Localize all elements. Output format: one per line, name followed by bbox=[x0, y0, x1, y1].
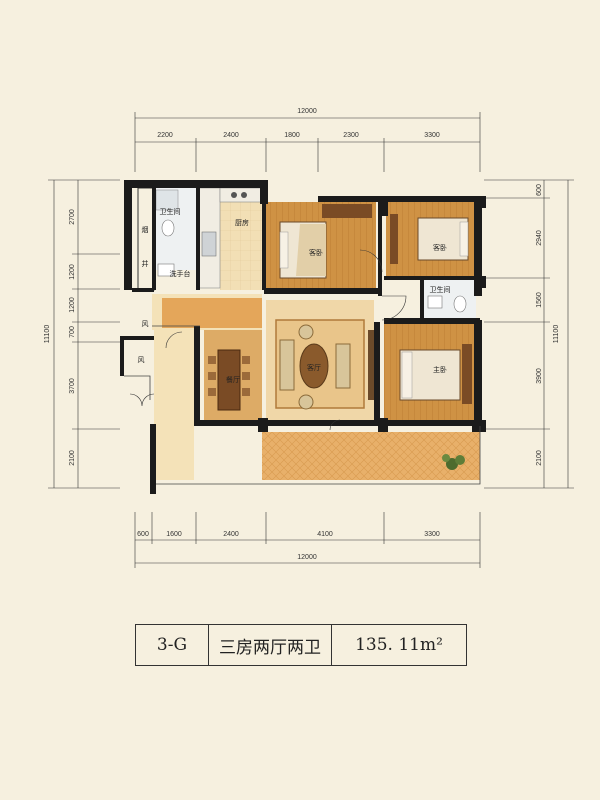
label-kitchen: 厨房 bbox=[235, 218, 249, 227]
dim-bottom-seg-1: 600 bbox=[137, 531, 149, 538]
toilet-2-icon bbox=[453, 295, 467, 313]
guest-bed-1-blanket bbox=[296, 224, 326, 276]
right-dimension-lines bbox=[484, 179, 574, 489]
exterior-lines bbox=[124, 325, 481, 485]
armchair-bottom bbox=[298, 394, 314, 410]
sofa-right bbox=[335, 343, 351, 389]
dim-right-seg-1: 600 bbox=[536, 184, 543, 196]
washbasin-2-icon bbox=[427, 295, 443, 309]
label-air2: 风 bbox=[138, 356, 145, 364]
entry-floor bbox=[154, 330, 194, 480]
label-bath1: 卫生间 bbox=[160, 207, 181, 216]
dim-top-seg-4: 2300 bbox=[343, 132, 359, 139]
sofa-left bbox=[279, 339, 295, 391]
dim-left-seg-1: 2700 bbox=[69, 209, 76, 225]
corridor-tiles bbox=[162, 298, 262, 328]
dim-left-seg-4: 700 bbox=[69, 326, 76, 338]
dim-right-seg-2: 2940 bbox=[536, 230, 543, 246]
dim-bottom-seg-4: 4100 bbox=[317, 531, 333, 538]
dim-left-total: 11100 bbox=[44, 325, 51, 344]
door-swings bbox=[129, 249, 407, 431]
dim-left-seg-6: 2100 bbox=[69, 450, 76, 466]
dim-bottom-seg-2: 1600 bbox=[166, 531, 182, 538]
coffee-table bbox=[299, 343, 329, 389]
guest-wardrobe-1 bbox=[322, 204, 372, 218]
label-flue: 烟 bbox=[142, 225, 149, 234]
label-master: 主卧 bbox=[433, 365, 447, 374]
label-guest2: 客卧 bbox=[433, 243, 447, 252]
washbasin-icon bbox=[157, 263, 175, 277]
master-wardrobe bbox=[462, 344, 472, 404]
walls bbox=[120, 180, 486, 494]
plant-icon bbox=[442, 454, 465, 470]
unit-layout: 三房两厅两卫 bbox=[209, 625, 332, 665]
toilet-1-icon bbox=[161, 219, 175, 237]
label-guest1: 客卧 bbox=[309, 248, 323, 257]
dining-chairs bbox=[208, 356, 250, 396]
kitchen-room bbox=[220, 198, 264, 290]
dim-bottom-total: 12000 bbox=[297, 554, 317, 561]
guest-bed-2 bbox=[417, 217, 469, 261]
guest-bed-1-pillow bbox=[279, 231, 289, 269]
label-air1: 风 bbox=[142, 320, 149, 328]
sink-icon bbox=[201, 231, 217, 257]
unit-area: 135. 11m² bbox=[355, 635, 443, 655]
caption-box: 3-G 三房两厅两卫 135. 11m² bbox=[135, 624, 467, 666]
master-bed-pillow bbox=[401, 351, 413, 399]
dim-bottom-seg-5: 3300 bbox=[424, 531, 440, 538]
dining-table bbox=[217, 349, 241, 411]
label-shaft: 井 bbox=[142, 259, 149, 268]
dim-left-seg-3: 1200 bbox=[69, 297, 76, 313]
label-living: 客厅 bbox=[307, 363, 321, 372]
dim-top-seg-1: 2200 bbox=[157, 132, 173, 139]
tv-cabinet bbox=[368, 330, 376, 400]
unit-code: 3-G bbox=[136, 625, 209, 665]
dim-right-seg-3: 1560 bbox=[536, 292, 543, 308]
dim-left-seg-2: 1200 bbox=[69, 264, 76, 280]
armchair-top bbox=[298, 324, 314, 340]
guest-bed-2-pillow bbox=[459, 221, 469, 257]
label-wash: 洗手台 bbox=[170, 269, 191, 278]
dim-top-seg-5: 3300 bbox=[424, 132, 440, 139]
label-dining: 餐厅 bbox=[226, 375, 240, 384]
guest-wardrobe-2 bbox=[390, 214, 398, 264]
shower-1 bbox=[155, 189, 179, 211]
dim-bottom-seg-3: 2400 bbox=[223, 531, 239, 538]
dim-right-seg-4: 3900 bbox=[536, 368, 543, 384]
dim-top-total: 12000 bbox=[297, 108, 317, 115]
dim-right-total: 11100 bbox=[553, 325, 560, 344]
stove-icon bbox=[231, 192, 247, 198]
flue-shaft bbox=[137, 187, 155, 291]
label-bath2: 卫生间 bbox=[430, 285, 451, 294]
top-dimension-lines bbox=[134, 112, 481, 172]
dim-top-seg-2: 2400 bbox=[223, 132, 239, 139]
dim-top-seg-3: 1800 bbox=[284, 132, 300, 139]
bottom-dimension-lines bbox=[134, 512, 481, 568]
left-dimension-lines bbox=[48, 179, 120, 489]
dim-left-seg-5: 3700 bbox=[69, 378, 76, 394]
dim-right-seg-5: 2100 bbox=[536, 450, 543, 466]
